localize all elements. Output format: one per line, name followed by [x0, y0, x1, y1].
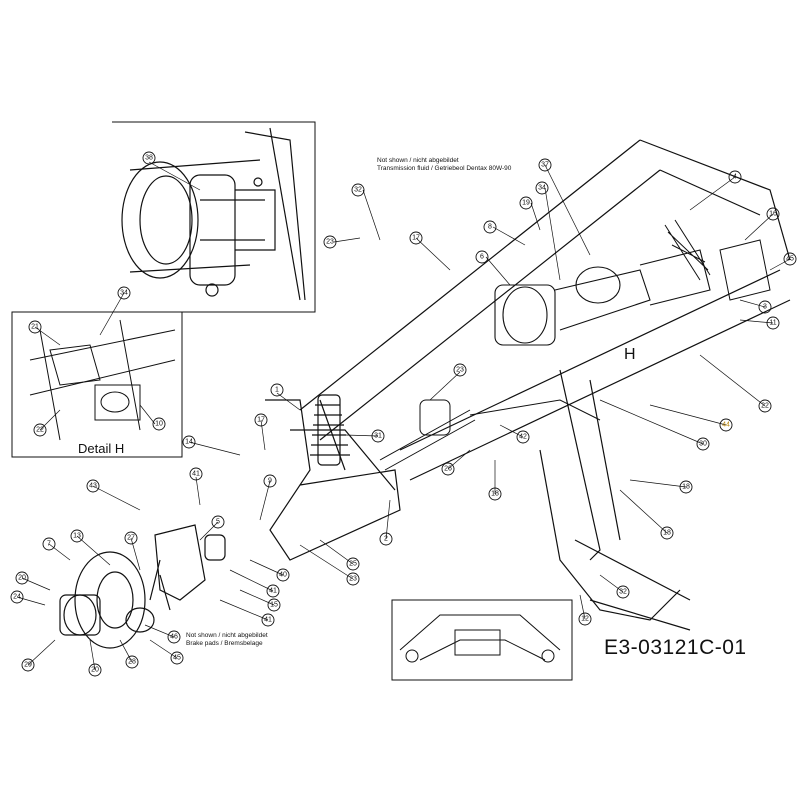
callout-27: 27 — [127, 535, 135, 542]
callout-23c: 23 — [349, 576, 357, 583]
callout-15: 15 — [270, 602, 278, 609]
callout-41c: 41 — [264, 617, 272, 624]
wheel-hub-assembly — [59, 524, 226, 649]
callout-26: 26 — [444, 466, 452, 473]
callout-20a: 20 — [18, 575, 26, 582]
callout-37: 37 — [541, 162, 549, 169]
brake-note-line1: Not shown / nicht abgebildet — [186, 632, 268, 639]
callout-10: 10 — [155, 421, 163, 428]
callout-23: 23 — [326, 239, 334, 246]
callout-6: 6 — [480, 254, 484, 261]
detail-h-frame — [11, 311, 183, 458]
callout-28: 28 — [128, 659, 136, 666]
detail-h-sketch — [29, 319, 176, 441]
transmission-note: Not shown / nicht abgebildet Transmissio… — [377, 157, 511, 173]
callout-32b: 32 — [619, 589, 627, 596]
callout-25: 25 — [349, 561, 357, 568]
callout-5: 5 — [216, 519, 220, 526]
callout-43: 43 — [89, 483, 97, 490]
left-suspension — [265, 394, 401, 561]
callout-17b: 17 — [257, 417, 265, 424]
callout-labels: 38 34 21 22 10 23 32 17 19 8 6 37 34 4 1… — [13, 155, 794, 674]
inset-frame-bottom — [391, 599, 573, 681]
callout-11: 11 — [769, 320, 776, 327]
callout-42: 42 — [519, 434, 527, 441]
callout-34: 34 — [120, 290, 128, 297]
transmission-note-line2: Transmission fluid / Getriebeol Dentax 8… — [377, 165, 512, 172]
callout-46: 46 — [170, 634, 178, 641]
callout-17: 17 — [412, 235, 420, 242]
callout-18c: 18 — [663, 530, 671, 537]
brake-note-line2: Brake pads / Bremsbelage — [186, 640, 263, 647]
callout-19: 19 — [522, 200, 530, 207]
callout-41b: 41 — [269, 588, 277, 595]
drive-shaft — [379, 399, 601, 471]
bottom-inset-sketch — [399, 614, 561, 663]
hub-sketch — [121, 127, 306, 301]
callout-41a: 41 — [192, 471, 200, 478]
transmission-note-line1: Not shown / nicht abgebildet — [377, 157, 459, 164]
callout-1: 1 — [275, 387, 279, 394]
callout-45b: 45 — [173, 655, 181, 662]
callout-9: 9 — [268, 478, 272, 485]
callout-14: 14 — [185, 439, 193, 446]
drawing-code: E3-03121C-01 — [604, 636, 747, 659]
callout-8: 8 — [488, 224, 492, 231]
callout-45: 45 — [786, 256, 794, 263]
callout-20b: 20 — [91, 667, 99, 674]
right-shock — [664, 219, 771, 301]
callout-12: 12 — [581, 616, 589, 623]
callout-16: 16 — [769, 211, 777, 218]
callout-22b: 22 — [761, 403, 769, 410]
callout-38: 38 — [145, 155, 153, 162]
callout-21: 21 — [31, 324, 39, 331]
callout-3: 3 — [763, 304, 767, 311]
detail-marker: H — [624, 346, 636, 363]
callout-13: 13 — [73, 533, 81, 540]
detail-label: Detail H — [78, 441, 125, 456]
callout-44: 44 — [722, 422, 730, 429]
callout-18a: 18 — [491, 491, 499, 498]
transmission-assembly — [494, 249, 711, 346]
callout-32: 32 — [354, 187, 362, 194]
callout-40: 40 — [279, 572, 287, 579]
inset-frame-top — [112, 121, 316, 313]
callout-29: 29 — [24, 662, 32, 669]
brake-note: Not shown / nicht abgebildet Brake pads … — [186, 632, 268, 648]
callout-7: 7 — [47, 541, 51, 548]
callout-circles — [10, 151, 797, 677]
callout-34b: 34 — [538, 185, 546, 192]
callout-31: 31 — [374, 433, 382, 440]
callout-23b: 23 — [456, 367, 464, 374]
callout-18b: 18 — [682, 484, 690, 491]
callout-22: 22 — [36, 427, 44, 434]
frame-rails — [299, 139, 791, 631]
callout-24: 24 — [13, 594, 21, 601]
callout-4: 4 — [733, 174, 737, 181]
callout-2: 2 — [384, 536, 388, 543]
callout-30: 30 — [699, 441, 707, 448]
